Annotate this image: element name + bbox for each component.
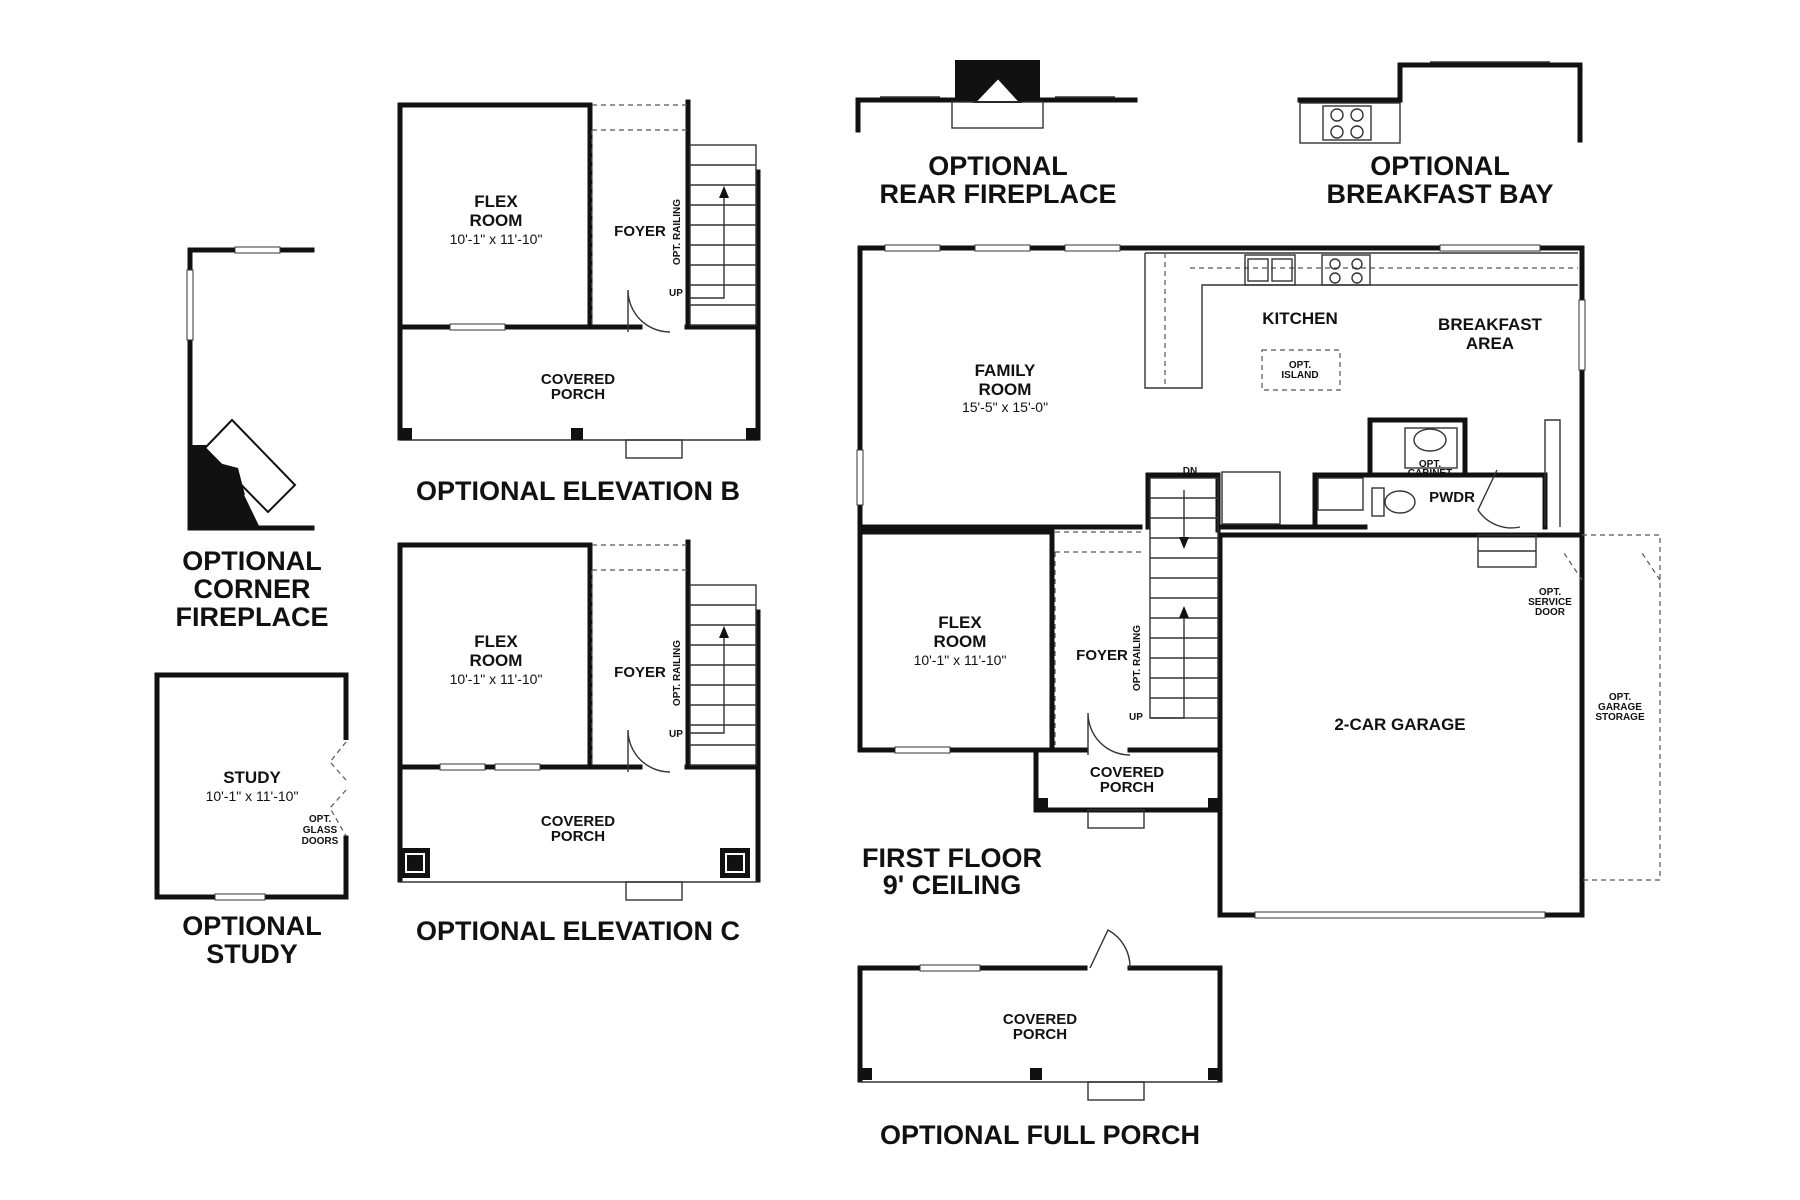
up-label: UP <box>1129 712 1143 723</box>
up-label-c: UP <box>669 729 683 740</box>
flex-room-dims-b: 10'-1" x 11'-10" <box>450 231 543 247</box>
main-stair <box>1149 477 1219 719</box>
study-label: STUDY <box>223 768 281 787</box>
first-floor-title-1: FIRST FLOOR <box>862 843 1042 873</box>
elevation-c-title: OPTIONAL ELEVATION C <box>416 916 740 946</box>
opt-railing: OPT. RAILING <box>1132 625 1143 691</box>
study-plan: STUDY 10'-1" x 11'-10" OPT. GLASS DOORS … <box>154 672 352 969</box>
flex-room-label-2: ROOM <box>934 632 987 651</box>
opt-railing-c: OPT. RAILING <box>672 640 683 706</box>
corner-fireplace-title-1: OPTIONAL <box>182 546 322 576</box>
opt-service-door-3: DOOR <box>1535 607 1566 618</box>
first-floor-plan: FAMILY ROOM 15'-5" x 15'-0" KITCHEN OPT.… <box>856 244 1661 919</box>
full-porch-title: OPTIONAL FULL PORCH <box>880 1120 1200 1150</box>
opt-glass-doors-1: OPT. <box>309 814 331 825</box>
breakfast-bay-title-1: OPTIONAL <box>1370 151 1510 181</box>
covered-porch-label-full-2: PORCH <box>1013 1026 1067 1043</box>
opt-service-door-1: OPT. <box>1539 587 1561 598</box>
covered-porch-label-c-1: COVERED <box>541 813 615 830</box>
rear-fireplace-title-1: OPTIONAL <box>928 151 1068 181</box>
covered-porch-label-full-1: COVERED <box>1003 1011 1077 1028</box>
opt-railing-b: OPT. RAILING <box>672 199 683 265</box>
opt-island-2: ISLAND <box>1281 370 1318 381</box>
study-title-1: OPTIONAL <box>182 911 322 941</box>
up-label-b: UP <box>669 288 683 299</box>
opt-garage-storage-2: GARAGE <box>1598 702 1642 713</box>
dn-label: DN <box>1183 466 1197 477</box>
pwdr-label: PWDR <box>1429 489 1475 506</box>
covered-porch-label-b-1: COVERED <box>541 371 615 388</box>
breakfast-bay-title-2: BREAKFAST BAY <box>1326 179 1553 209</box>
corner-fireplace-title-3: FIREPLACE <box>175 602 328 632</box>
family-room-label-1: FAMILY <box>975 361 1036 380</box>
breakfast-area-label-2: AREA <box>1466 334 1514 353</box>
full-porch-plan: COVERED PORCH OPTIONAL FULL PORCH <box>857 929 1223 1150</box>
family-room-label-2: ROOM <box>979 380 1032 399</box>
flex-room-dims: 10'-1" x 11'-10" <box>914 652 1007 668</box>
cooktop-icon <box>1322 105 1372 141</box>
flex-room-label-c-2: ROOM <box>470 651 523 670</box>
opt-island-1: OPT. <box>1289 360 1311 371</box>
opt-cabinet-2: CABINET <box>1408 468 1452 479</box>
first-floor-title-2: 9' CEILING <box>883 870 1021 900</box>
covered-porch-label-c-2: PORCH <box>551 828 605 845</box>
elevation-c-plan: FLEX ROOM 10'-1" x 11'-10" FOYER OPT. RA… <box>397 539 761 946</box>
covered-porch-label-1: COVERED <box>1090 764 1164 781</box>
column-base-right <box>720 848 750 878</box>
flex-room-dims-c: 10'-1" x 11'-10" <box>450 671 543 687</box>
column-base-left <box>400 848 430 878</box>
stair-b <box>689 144 757 326</box>
flex-room-label-1: FLEX <box>938 613 982 632</box>
sink-icon <box>1244 254 1296 286</box>
study-title-2: STUDY <box>206 939 298 969</box>
foyer-label-c: FOYER <box>614 664 666 681</box>
flex-room-label-b-2: ROOM <box>470 211 523 230</box>
kitchen-label: KITCHEN <box>1262 309 1338 328</box>
garage-label: 2-CAR GARAGE <box>1334 715 1465 734</box>
family-room-dims: 15'-5" x 15'-0" <box>962 399 1048 415</box>
foyer-label-b: FOYER <box>614 223 666 240</box>
covered-porch-label-b-2: PORCH <box>551 386 605 403</box>
opt-glass-doors-3: DOORS <box>302 836 339 847</box>
corner-fireplace-title-2: CORNER <box>193 574 310 604</box>
corner-fireplace-plan: OPTIONAL CORNER FIREPLACE <box>175 246 329 632</box>
flex-room-label-c-1: FLEX <box>474 632 518 651</box>
elevation-b-plan: FLEX ROOM 10'-1" x 11'-10" FOYER OPT. RA… <box>397 99 761 506</box>
fireplace-icon <box>203 418 297 514</box>
opt-garage-storage-1: OPT. <box>1609 692 1631 703</box>
opt-glass-doors-2: GLASS <box>303 825 338 836</box>
covered-porch-label-2: PORCH <box>1100 779 1154 796</box>
opt-cabinet-1: OPT. <box>1419 459 1441 470</box>
stair-c <box>689 584 757 766</box>
opt-service-door-2: SERVICE <box>1528 597 1572 608</box>
elevation-b-title: OPTIONAL ELEVATION B <box>416 476 740 506</box>
study-dims: 10'-1" x 11'-10" <box>206 788 299 804</box>
breakfast-bay-plan: OPTIONAL BREAKFAST BAY <box>1297 61 1583 209</box>
rear-fireplace-title-2: REAR FIREPLACE <box>879 179 1116 209</box>
range-icon <box>1321 254 1371 286</box>
rear-fireplace-plan: OPTIONAL REAR FIREPLACE <box>855 60 1138 209</box>
opt-garage-storage-3: STORAGE <box>1595 712 1645 723</box>
foyer-label: FOYER <box>1076 647 1128 664</box>
flex-room-label-b-1: FLEX <box>474 192 518 211</box>
breakfast-area-label-1: BREAKFAST <box>1438 315 1543 334</box>
